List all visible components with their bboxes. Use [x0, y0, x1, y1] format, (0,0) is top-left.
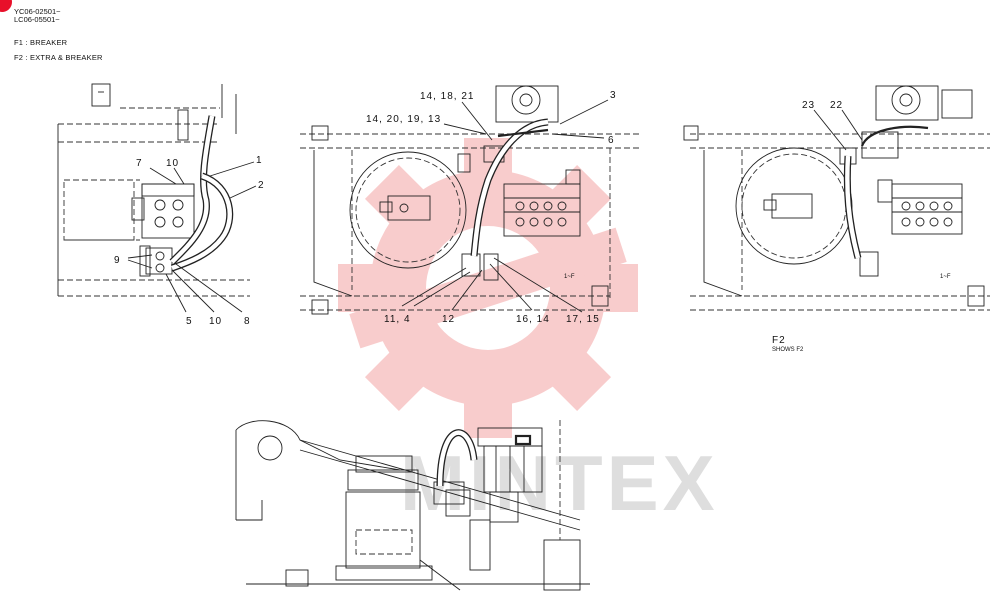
callout-14-18-21: 14, 18, 21 — [420, 91, 474, 102]
watermark-text: MINTEX — [400, 439, 719, 527]
callout-1: 1 — [256, 155, 263, 166]
legend-item-f2: F2 : EXTRA & BREAKER — [14, 53, 103, 62]
callout-23: 23 — [802, 100, 815, 111]
serial-line-1: YC06-02501~ — [14, 7, 61, 16]
callout-14-20-19-13: 14, 20, 19, 13 — [366, 114, 441, 125]
callout-22: 22 — [830, 100, 843, 111]
legend-item-f1: F1 : BREAKER — [14, 38, 67, 47]
serial-range: YC06-02501~ LC06-05501~ — [14, 8, 61, 24]
callout-10-lower: 10 — [209, 316, 222, 327]
bottom-view — [235, 420, 590, 591]
view-title: F2 — [772, 335, 786, 346]
legend-key: F2 : — [14, 53, 28, 62]
callout-9: 9 — [114, 255, 121, 266]
callout-5: 5 — [186, 316, 193, 327]
callout-12: 12 — [442, 314, 455, 325]
legend-key: F1 : — [14, 38, 28, 47]
serial-line-2: LC06-05501~ — [14, 15, 60, 24]
svg-text:1~F: 1~F — [564, 274, 575, 280]
legend-text: EXTRA & BREAKER — [30, 53, 103, 62]
left-view — [57, 83, 257, 313]
view-subtitle: SHOWS F2 — [772, 347, 804, 353]
callout-6: 6 — [608, 135, 615, 146]
corner-marker — [0, 0, 12, 12]
legend-text: BREAKER — [30, 38, 68, 47]
callout-8: 8 — [244, 316, 251, 327]
svg-text:1~F: 1~F — [940, 274, 951, 280]
callout-11-4: 11, 4 — [384, 314, 411, 325]
callout-2: 2 — [258, 180, 265, 191]
right-view: 1~F — [683, 85, 990, 311]
middle-view: 1~F — [300, 85, 640, 315]
callout-16-14: 16, 14 — [516, 314, 550, 325]
callout-17-15: 17, 15 — [566, 314, 600, 325]
callout-10-upper: 10 — [166, 158, 179, 169]
callout-3: 3 — [610, 90, 617, 101]
callout-7: 7 — [136, 158, 143, 169]
